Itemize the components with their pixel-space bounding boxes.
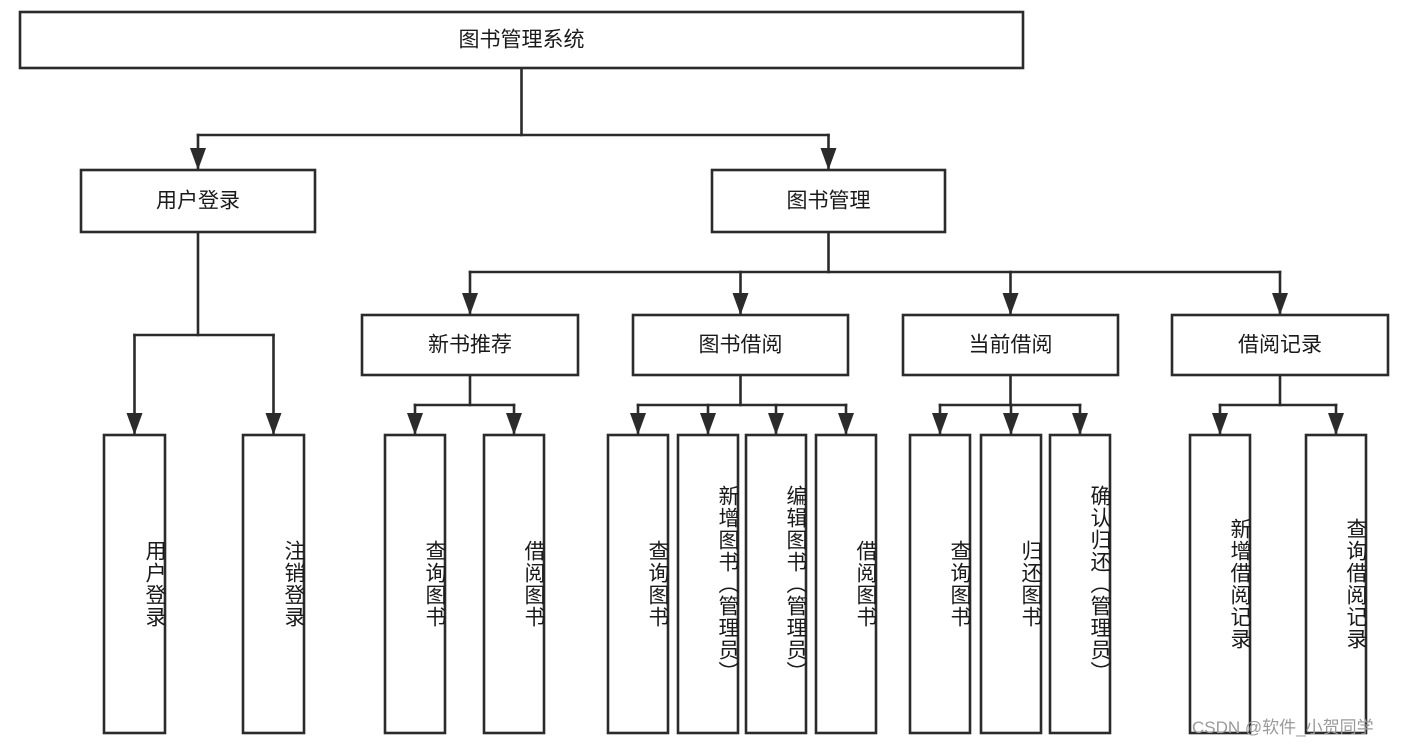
node-leaf-edit-book[interactable] — [744, 433, 808, 735]
node-user-login[interactable] — [79, 168, 317, 234]
node-leaf-confirm-return[interactable] — [1048, 433, 1112, 735]
node-book-borrow-label: 图书借阅 — [699, 334, 783, 357]
node-book-manage-label: 图书管理 — [787, 190, 871, 213]
node-user-login-label: 用户登录 — [156, 190, 240, 213]
arrow-head-icon-leaf-confirm-return — [1072, 413, 1088, 435]
arrow-head-icon-user-login — [190, 148, 206, 170]
arrow-head-icon-leaf-add-record — [1212, 413, 1228, 435]
arrow-head-icon-book-manage — [820, 148, 837, 170]
node-leaf-logout[interactable] — [241, 433, 306, 735]
node-book-borrow[interactable] — [631, 313, 850, 377]
node-leaf-query-record[interactable] — [1304, 433, 1368, 735]
node-current-borrow[interactable] — [901, 313, 1120, 377]
arrow-head-icon-leaf-query-record — [1328, 413, 1344, 435]
arrow-head-icon-leaf-borrow-book-2 — [838, 413, 854, 435]
arrow-head-icon-leaf-user-login — [126, 413, 143, 435]
node-current-borrow-label: 当前借阅 — [969, 334, 1053, 357]
arrow-head-icon-leaf-query-book-2 — [630, 413, 646, 435]
node-leaf-add-book[interactable] — [676, 433, 740, 735]
node-leaf-return-book[interactable] — [979, 433, 1043, 735]
node-box-layer — [18, 10, 1390, 735]
node-new-book-rec[interactable] — [360, 313, 580, 377]
arrow-head-icon-borrow-record — [1272, 293, 1288, 315]
arrow-head-icon-leaf-query-book-1 — [407, 413, 423, 435]
node-leaf-query-book-3[interactable] — [908, 433, 972, 735]
arrow-head-icon-leaf-borrow-book-1 — [506, 413, 522, 435]
node-leaf-user-login[interactable] — [102, 433, 167, 735]
arrow-head-icon-book-borrow — [732, 293, 749, 315]
node-leaf-borrow-book-2[interactable] — [814, 433, 878, 735]
node-root-label: 图书管理系统 — [459, 29, 585, 52]
arrow-head-icon-leaf-add-book — [700, 413, 716, 435]
connector-layer — [126, 66, 1344, 436]
arrow-head-icon-current-borrow — [1002, 293, 1019, 315]
arrow-head-icon-leaf-return-book — [1003, 413, 1019, 435]
node-borrow-record[interactable] — [1170, 313, 1390, 377]
node-borrow-record-label: 借阅记录 — [1238, 334, 1322, 357]
arrow-head-icon-new-book-rec — [462, 293, 478, 315]
arrow-head-icon-leaf-edit-book — [768, 413, 784, 435]
node-leaf-query-book-2[interactable] — [606, 433, 670, 735]
csdn-watermark: CSDN @软件_小贺同学 — [1192, 718, 1374, 737]
arrow-head-icon-leaf-logout — [265, 413, 282, 435]
node-root[interactable] — [18, 10, 1025, 70]
node-leaf-add-record[interactable] — [1188, 433, 1252, 735]
node-leaf-query-book-1[interactable] — [383, 433, 447, 735]
node-book-manage[interactable] — [710, 168, 947, 234]
node-leaf-borrow-book-1[interactable] — [482, 433, 546, 735]
arrow-head-icon-leaf-query-book-3 — [932, 413, 948, 435]
node-new-book-rec-label: 新书推荐 — [428, 334, 512, 357]
